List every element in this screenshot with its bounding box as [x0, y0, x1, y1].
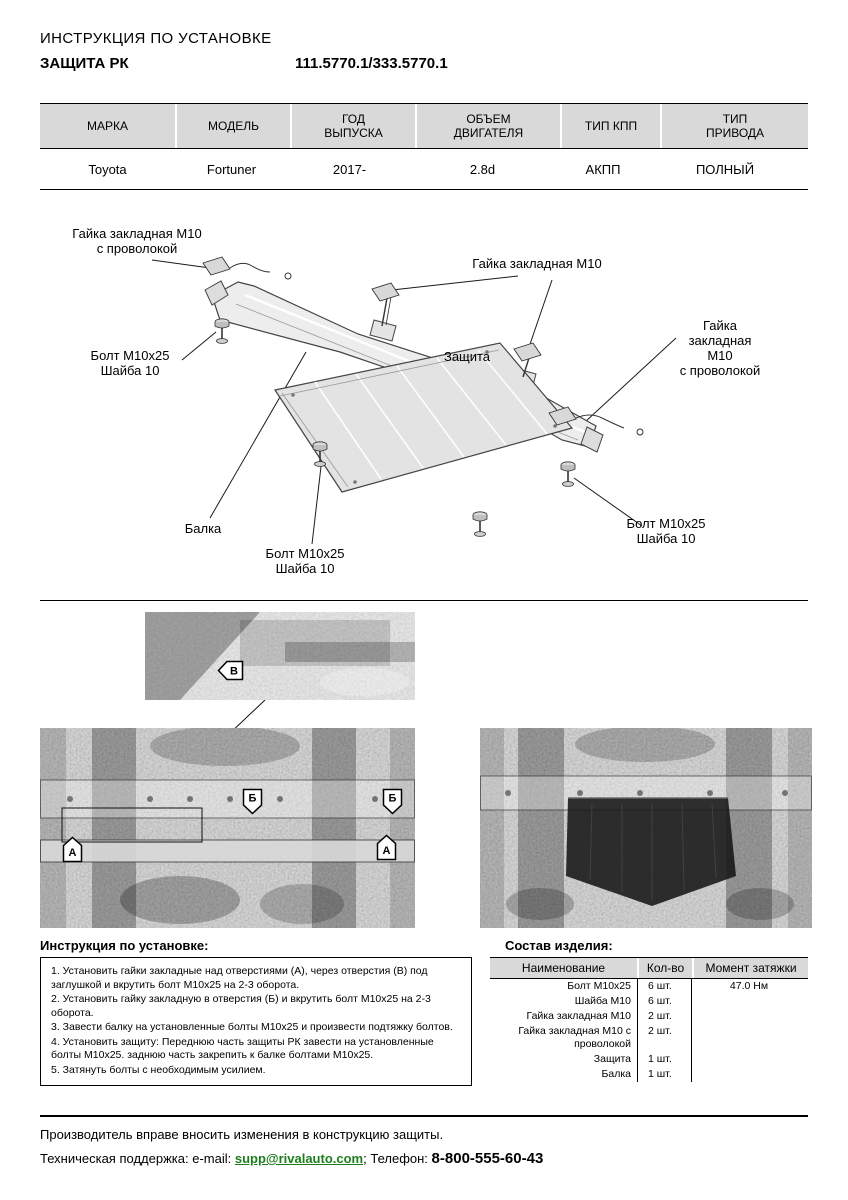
product-header: ЗАЩИТА РК 111.5770.1/333.5770.1 — [40, 55, 808, 72]
doc-title: ИНСТРУКЦИЯ ПО УСТАНОВКЕ — [40, 30, 272, 47]
spec-header-engine: ОБЪЕМ ДВИГАТЕЛЯ — [415, 104, 560, 148]
bolt-bottom-left-icon — [312, 441, 328, 467]
callout-a-letter: А — [383, 845, 391, 857]
parts-table: Наименование Кол-во Момент затяжки Болт … — [490, 957, 808, 1082]
label-bolt-right: Болт М10х25 Шайба 10 — [626, 516, 706, 546]
part-torque — [691, 1067, 806, 1082]
part-torque — [691, 1052, 806, 1067]
parts-header-torque: Момент затяжки — [692, 958, 808, 978]
part-name: Болт М10х25 — [567, 980, 631, 992]
exploded-assembly-diagram: Гайка закладная М10 с проволокой Гайка з… — [40, 200, 808, 600]
label-shield: Защита — [443, 349, 491, 364]
part-torque — [691, 1024, 806, 1052]
part-numbers: 111.5770.1/333.5770.1 — [295, 55, 448, 72]
spec-header-model: МОДЕЛЬ — [175, 104, 290, 148]
email-label: e-mail: — [192, 1151, 232, 1166]
callout-b-letter: Б — [389, 793, 397, 805]
spec-header-gearbox: ТИП КПП — [560, 104, 660, 148]
bolt-bottom-center-icon — [472, 511, 488, 537]
label-nut-wire-left: Гайка закладная М10 с проволокой — [72, 226, 202, 256]
part-qty: 2 шт. — [637, 1009, 691, 1024]
spec-header-marka: МАРКА — [40, 104, 175, 148]
part-qty: 6 шт. — [637, 994, 691, 1009]
footer-disclaimer: Производитель вправе вносить изменения в… — [40, 1127, 444, 1142]
part-qty: 2 шт. — [637, 1024, 691, 1052]
part-torque: 47.0 Нм — [691, 979, 806, 994]
part-torque — [691, 994, 806, 1009]
spec-value-gearbox: АКПП — [585, 161, 621, 177]
section-divider — [40, 600, 808, 601]
callout-a-marker: А — [62, 836, 83, 863]
bolt-right-icon — [560, 461, 576, 487]
instruction-step: 3. Завести балку на установленные болты … — [51, 1021, 453, 1033]
instruction-step: 1. Установить гайки закладные над отверс… — [51, 965, 428, 991]
support-label: Техническая поддержка: — [40, 1151, 189, 1166]
part-name: Гайка закладная М10 с проволокой — [518, 1025, 631, 1050]
inset-detail-photo: В — [145, 612, 415, 700]
spec-table-data-row: Toyota Fortuner 2017- 2.8d АКПП ПОЛНЫЙ — [40, 149, 808, 189]
parts-row: Болт М10х25 6 шт. 47.0 Нм — [490, 979, 808, 994]
inset-photo-image — [145, 612, 415, 700]
part-qty: 6 шт. — [637, 979, 691, 994]
part-name: Балка — [601, 1068, 631, 1080]
spec-value-year: 2017- — [332, 161, 367, 177]
undercarriage-photo-before: Б Б А А — [40, 728, 415, 928]
part-qty: 1 шт. — [637, 1067, 691, 1082]
callout-b-marker: Б — [242, 788, 263, 815]
left-photo-image — [40, 728, 415, 928]
support-phone: 8-800-555-60-43 — [431, 1150, 544, 1167]
spec-value-marka: Toyota — [88, 161, 127, 177]
right-photo-image — [480, 728, 812, 928]
callout-a-marker: А — [376, 834, 397, 861]
part-name: Защита — [593, 1053, 631, 1065]
parts-list-title: Состав изделия: — [505, 938, 613, 953]
footer-support-line: Техническая поддержка: e-mail: supp@riva… — [40, 1150, 543, 1167]
parts-row: Гайка закладная М10 2 шт. — [490, 1009, 808, 1024]
callout-b-letter: Б — [249, 793, 257, 805]
spec-table-header-row: МАРКА МОДЕЛЬ ГОД ВЫПУСКА ОБЪЕМ ДВИГАТЕЛЯ… — [40, 104, 808, 149]
instructions-title: Инструкция по установке: — [40, 938, 209, 953]
spec-value-drive: ПОЛНЫЙ — [695, 161, 755, 177]
parts-row: Шайба М10 6 шт. — [490, 994, 808, 1009]
spec-header-drive: ТИП ПРИВОДА — [660, 104, 808, 148]
product-name: ЗАЩИТА РК — [40, 55, 129, 72]
phone-label: Телефон: — [370, 1151, 428, 1166]
part-torque — [691, 1009, 806, 1024]
label-nut-top: Гайка закладная М10 — [472, 256, 602, 271]
part-name: Шайба М10 — [574, 995, 631, 1007]
undercarriage-photo-installed — [480, 728, 812, 928]
separator: ; — [363, 1151, 367, 1166]
support-email-link[interactable]: supp@rivalauto.com — [234, 1151, 364, 1166]
parts-table-header-row: Наименование Кол-во Момент затяжки — [490, 957, 808, 979]
parts-row: Балка 1 шт. — [490, 1067, 808, 1082]
part-qty: 1 шт. — [637, 1052, 691, 1067]
label-bolt-bottom: Болт М10х25 Шайба 10 — [265, 546, 345, 576]
label-bolt-left: Болт М10х25 Шайба 10 — [90, 348, 170, 378]
instructions-steps-box: 1. Установить гайки закладные над отверс… — [40, 957, 472, 1086]
vehicle-spec-table: МАРКА МОДЕЛЬ ГОД ВЫПУСКА ОБЪЕМ ДВИГАТЕЛЯ… — [40, 103, 808, 190]
instruction-step: 4. Установить защиту: Переднюю часть защ… — [51, 1035, 434, 1062]
parts-row: Защита 1 шт. — [490, 1052, 808, 1067]
bolt-left-icon — [214, 318, 230, 344]
part-name: Гайка закладная М10 — [526, 1010, 631, 1022]
spec-value-model: Fortuner — [206, 161, 257, 177]
spec-value-engine: 2.8d — [469, 161, 496, 177]
footer-divider — [40, 1115, 808, 1117]
label-nut-wire-right: Гайка закладная М10 с проволокой — [679, 318, 761, 378]
label-beam: Балка — [184, 521, 222, 536]
instruction-step: 2. Установить гайку закладную в отверсти… — [51, 993, 431, 1019]
instruction-step: 5. Затянуть болты с необходимым усилием. — [51, 1063, 266, 1076]
callout-v-marker: В — [217, 660, 244, 681]
callout-a-letter: А — [69, 847, 77, 859]
parts-header-name: Наименование — [490, 958, 637, 978]
parts-row: Гайка закладная М10 с проволокой 2 шт. — [490, 1024, 808, 1052]
exploded-diagram-drawing — [151, 256, 677, 545]
spec-header-year: ГОД ВЫПУСКА — [290, 104, 415, 148]
parts-header-qty: Кол-во — [637, 958, 692, 978]
callout-b-marker: Б — [382, 788, 403, 815]
callout-v-letter: В — [230, 666, 238, 678]
